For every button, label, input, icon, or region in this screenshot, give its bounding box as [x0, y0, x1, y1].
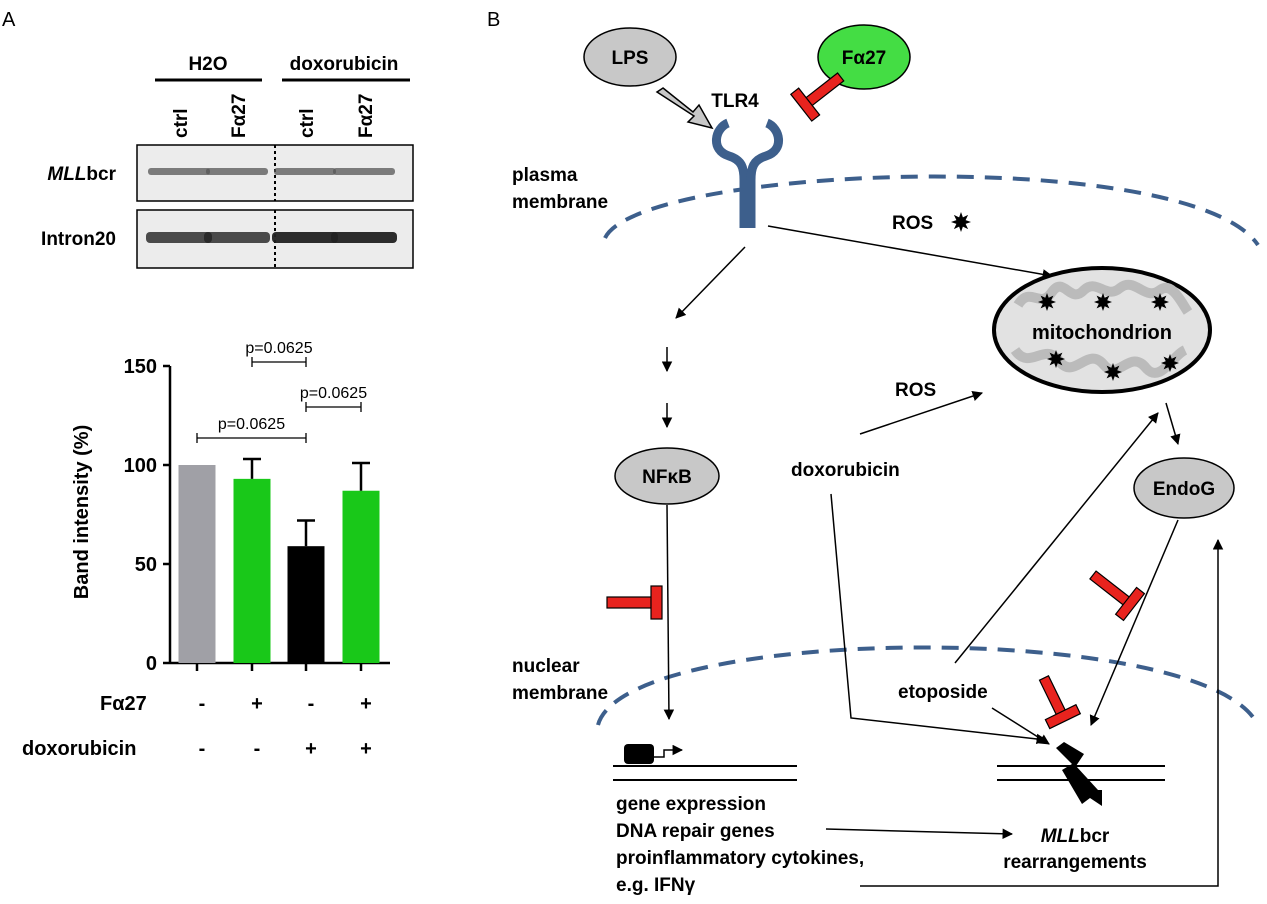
nfkb-node: [614, 447, 720, 505]
band-mllbcr: [148, 168, 210, 175]
bar: [287, 546, 325, 663]
band-mllbcr: [333, 168, 395, 175]
condition-value: -: [308, 693, 315, 715]
etoposide-to-break-arrow: [991, 707, 1050, 745]
bar: [233, 478, 271, 663]
condition-value: +: [360, 738, 372, 760]
condition-value: +: [305, 738, 317, 760]
panel-a-label: A: [2, 9, 16, 31]
band-mllbcr: [274, 168, 336, 175]
blot-lane-label: Fα27: [229, 94, 250, 138]
condition-name: doxorubicin: [22, 738, 136, 760]
nuclear-membrane: [596, 645, 1257, 726]
blot-lane-label: Fα27: [356, 94, 377, 138]
doxorubicin-label: doxorubicin: [791, 460, 900, 481]
y-tick-label: 100: [124, 455, 157, 477]
blot-lane-label: ctrl: [171, 108, 192, 138]
dna-repair-to-mll-arrow: [825, 828, 1014, 839]
band-intron20: [272, 232, 338, 243]
mitochondrion-label: mitochondrion: [1032, 322, 1172, 344]
mito-ros-star-icon: [1038, 293, 1056, 311]
band-intron20: [331, 232, 397, 243]
etoposide-to-mitochondrion-arrow: [954, 412, 1159, 664]
condition-value: -: [199, 693, 206, 715]
plasma-membrane-label-2: membrane: [512, 192, 608, 213]
fa27-label: Fα27: [842, 48, 886, 69]
ros-star-icon: [951, 212, 971, 232]
significance-label: p=0.0625: [300, 385, 367, 402]
gene-text-line-2: DNA repair genes: [616, 821, 775, 842]
promoter-box: [624, 744, 654, 764]
mito-ros-star-icon: [1151, 293, 1169, 311]
nuclear-membrane-label-1: nuclear: [512, 656, 580, 677]
tlr4-receptor: [712, 118, 783, 228]
y-axis-label: Band intensity (%): [71, 425, 93, 599]
condition-name: Fα27: [100, 693, 147, 715]
fa27-inhibits-tlr4: [789, 72, 845, 122]
band-mllbcr: [206, 168, 268, 175]
mito-ros-star-icon: [1104, 363, 1122, 381]
ros-mid-label: ROS: [895, 380, 936, 401]
mito-ros-star-icon: [1161, 354, 1179, 372]
blot-row-label-intron20: Intron20: [41, 229, 116, 250]
blot-lane-labels: ctrl Fα27 ctrl Fα27: [171, 94, 377, 138]
y-tick-label: 0: [146, 653, 157, 675]
gene-text-line-4: e.g. IFNγ: [616, 875, 696, 896]
tlr4-to-signal-arrow: [675, 246, 746, 319]
blot-group-h2o: H2O: [188, 54, 227, 75]
mitochondrion-to-endog-arrow: [1165, 402, 1181, 446]
nfkb-label: NFκB: [642, 467, 692, 488]
bar: [342, 490, 380, 663]
condition-value: -: [254, 738, 261, 760]
panel-b-label: B: [487, 9, 500, 31]
rearrangements-label: rearrangements: [1003, 852, 1147, 873]
band-intron20: [146, 232, 212, 243]
blot-group-doxorubicin: doxorubicin: [290, 54, 399, 75]
mito-ros-star-icon: [1094, 293, 1112, 311]
endog-label: EndoG: [1153, 479, 1215, 500]
blot-lane-label: ctrl: [297, 108, 318, 138]
band-intron20: [204, 232, 270, 243]
significance-label: p=0.0625: [245, 340, 312, 357]
lps-label: LPS: [612, 48, 649, 69]
y-tick-label: 50: [135, 554, 157, 576]
gene-text-line-1: gene expression: [616, 794, 766, 815]
inhibitor-on-endog: [1089, 570, 1146, 622]
plasma-membrane-label-1: plasma: [512, 165, 578, 186]
tlr4-to-mitochondrion-arrow: [767, 225, 1054, 280]
blot-row-label-mllbcr: MLLbcr: [47, 164, 116, 185]
dna-break-lightning-icon: [1056, 742, 1102, 806]
condition-value: +: [251, 693, 263, 715]
condition-value: -: [199, 738, 206, 760]
doxorubicin-to-mitochondrion-arrow: [859, 391, 983, 435]
inhibitor-on-etoposide: [1038, 675, 1082, 730]
cytokine-feedback-arrow: [860, 538, 1224, 887]
condition-value: +: [360, 693, 372, 715]
significance-label: p=0.0625: [218, 416, 285, 433]
mll-bcr-label: MLLbcr: [1041, 826, 1110, 847]
lps-node: [583, 27, 677, 87]
tlr4-label: TLR4: [711, 91, 759, 112]
etoposide-label: etoposide: [898, 682, 988, 703]
doxorubicin-to-break-arrow: [830, 493, 1048, 745]
nuclear-membrane-label-2: membrane: [512, 683, 608, 704]
nfkb-to-promoter-arrow: [663, 504, 675, 721]
inhibitor-on-nfkb: [606, 585, 663, 620]
gene-text-line-3: proinflammatory cytokines,: [616, 848, 864, 869]
plasma-membrane: [603, 174, 1260, 247]
ros-top-label: ROS: [892, 213, 933, 234]
mito-ros-star-icon: [1047, 350, 1065, 368]
bar-chart: Band intensity (%) 0 50 100 150 p=0.0625 p=0…: [22, 340, 390, 760]
y-tick-label: 150: [124, 356, 157, 378]
bar: [178, 465, 216, 663]
fa27-node: [817, 24, 911, 90]
endog-to-break-arrow: [1089, 519, 1179, 726]
lps-to-tlr4-arrow: [655, 87, 714, 130]
endog-node: [1133, 457, 1235, 519]
transcription-start-arrow: [650, 744, 684, 758]
